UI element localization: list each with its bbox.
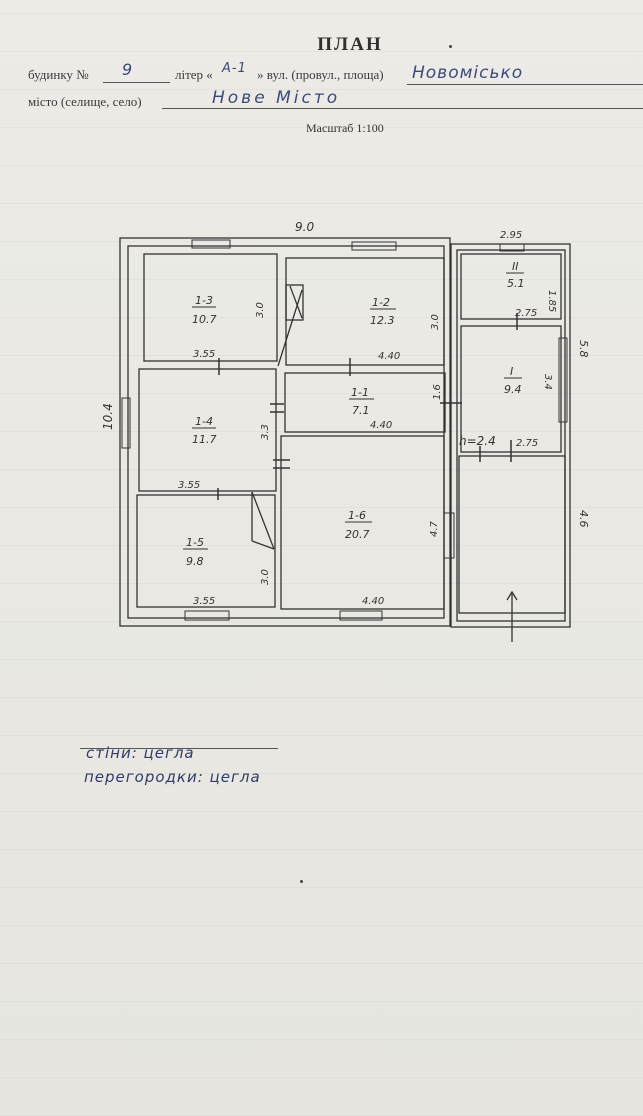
window-right-1 bbox=[443, 512, 455, 559]
window-top-2 bbox=[351, 241, 397, 251]
document-title: ПЛАН bbox=[317, 34, 383, 55]
room-1-2-id: 1-2 bbox=[372, 296, 390, 309]
dim-right-lower: 4.6 bbox=[577, 510, 590, 528]
street-underline bbox=[407, 84, 643, 85]
room-1-4-id: 1-4 bbox=[195, 415, 213, 428]
floor-plan: 9.0 2.95 10.4 1.85 2.75 3.4 h=2.4 2.75 5… bbox=[101, 220, 590, 642]
window-bottom-1 bbox=[184, 610, 230, 621]
chimney bbox=[285, 284, 304, 321]
dim-r15-width: 3.55 bbox=[193, 596, 215, 607]
room-lower-right-outline bbox=[458, 455, 566, 614]
walls-note: стіни: цегла bbox=[86, 744, 195, 762]
room-1-4-outline bbox=[138, 368, 277, 492]
outer-wall-main bbox=[119, 237, 451, 627]
dim-r11-width: 4.40 bbox=[370, 420, 392, 431]
dim-r15-height: 3.0 bbox=[260, 569, 271, 585]
room-1-3-outline bbox=[143, 253, 278, 362]
dim-r13-height: 3.0 bbox=[255, 302, 266, 318]
room-1-4-area: 11.7 bbox=[192, 433, 217, 446]
dim-room1-height: 3.4 bbox=[542, 374, 553, 390]
dim-r11-height: 1.6 bbox=[432, 384, 443, 400]
city-underline bbox=[162, 108, 643, 109]
dim-r2-width: 2.95 bbox=[500, 230, 522, 241]
room-1-3-id: 1-3 bbox=[195, 294, 213, 307]
room-1-6-area: 20.7 bbox=[345, 528, 370, 541]
dim-r12-height: 3.0 bbox=[430, 314, 441, 330]
ceiling-height-label: h=2.4 bbox=[459, 434, 496, 448]
city-value: Нове Місто bbox=[212, 88, 341, 108]
dim-right-extension: 5.8 bbox=[577, 340, 590, 358]
room-1-1-outline bbox=[284, 372, 446, 433]
room-1-1-id: 1-1 bbox=[351, 386, 369, 399]
room-ii-outline bbox=[460, 253, 562, 320]
room-i-id: І bbox=[510, 365, 513, 378]
room-1-1-area: 7.1 bbox=[352, 404, 370, 417]
city-label: місто (селище, село) bbox=[28, 94, 142, 109]
dim-r14-width: 3.55 bbox=[178, 480, 200, 491]
stair-diagonal bbox=[251, 491, 275, 550]
outer-wall-extension-inner bbox=[456, 249, 566, 622]
dim-r16-width: 4.40 bbox=[362, 596, 384, 607]
room-1-2-outline bbox=[285, 257, 445, 366]
window-top-1 bbox=[191, 239, 231, 249]
dim-total-width: 9.0 bbox=[295, 220, 314, 234]
room-ii-id: ІІ bbox=[512, 260, 519, 273]
house-number-value: 9 bbox=[122, 60, 134, 79]
house-number-label: будинку № bbox=[28, 67, 89, 82]
window-top-3 bbox=[499, 243, 525, 252]
street-value: Новомісько bbox=[412, 63, 524, 83]
dim-room1-bottom: 2.75 bbox=[516, 438, 538, 449]
room-1-6-id: 1-6 bbox=[348, 509, 366, 522]
scale-label: Масштаб 1:100 bbox=[306, 121, 384, 135]
chimney-diagonal bbox=[289, 285, 303, 319]
room-i-area: 9.4 bbox=[504, 383, 522, 396]
street-label: » вул. (провул., площа) bbox=[257, 67, 384, 82]
dim-r12-width: 4.40 bbox=[378, 351, 400, 362]
liter-label: літер « bbox=[175, 67, 213, 82]
window-left-1 bbox=[121, 397, 131, 449]
window-right-2 bbox=[558, 337, 568, 423]
liter-value: А-1 bbox=[222, 61, 247, 76]
dim-r14-height: 3.3 bbox=[260, 424, 271, 440]
dim-r2-height: 1.85 bbox=[546, 290, 557, 312]
partitions-note: перегородки: цегла bbox=[84, 768, 261, 786]
paper-speck bbox=[449, 45, 452, 48]
notes-underline bbox=[80, 748, 278, 749]
dim-r13-width: 3.55 bbox=[193, 349, 215, 360]
door-swing-line bbox=[277, 289, 303, 367]
stair-diagonal-2 bbox=[251, 540, 275, 550]
room-1-5-id: 1-5 bbox=[186, 536, 204, 549]
dim-r2-lower-top: 2.75 bbox=[515, 308, 537, 319]
room-ii-area: 5.1 bbox=[507, 277, 525, 290]
room-1-2-area: 12.3 bbox=[370, 314, 395, 327]
room-1-5-outline bbox=[136, 494, 276, 608]
window-bottom-2 bbox=[339, 610, 383, 621]
paper-speck bbox=[300, 880, 303, 883]
entrance-arrow-head bbox=[506, 590, 518, 601]
room-1-5-area: 9.8 bbox=[186, 555, 204, 568]
house-number-underline bbox=[103, 82, 170, 83]
dim-r16-height: 4.7 bbox=[429, 520, 440, 537]
room-1-3-area: 10.7 bbox=[192, 313, 217, 326]
dim-total-height: 10.4 bbox=[101, 403, 115, 430]
